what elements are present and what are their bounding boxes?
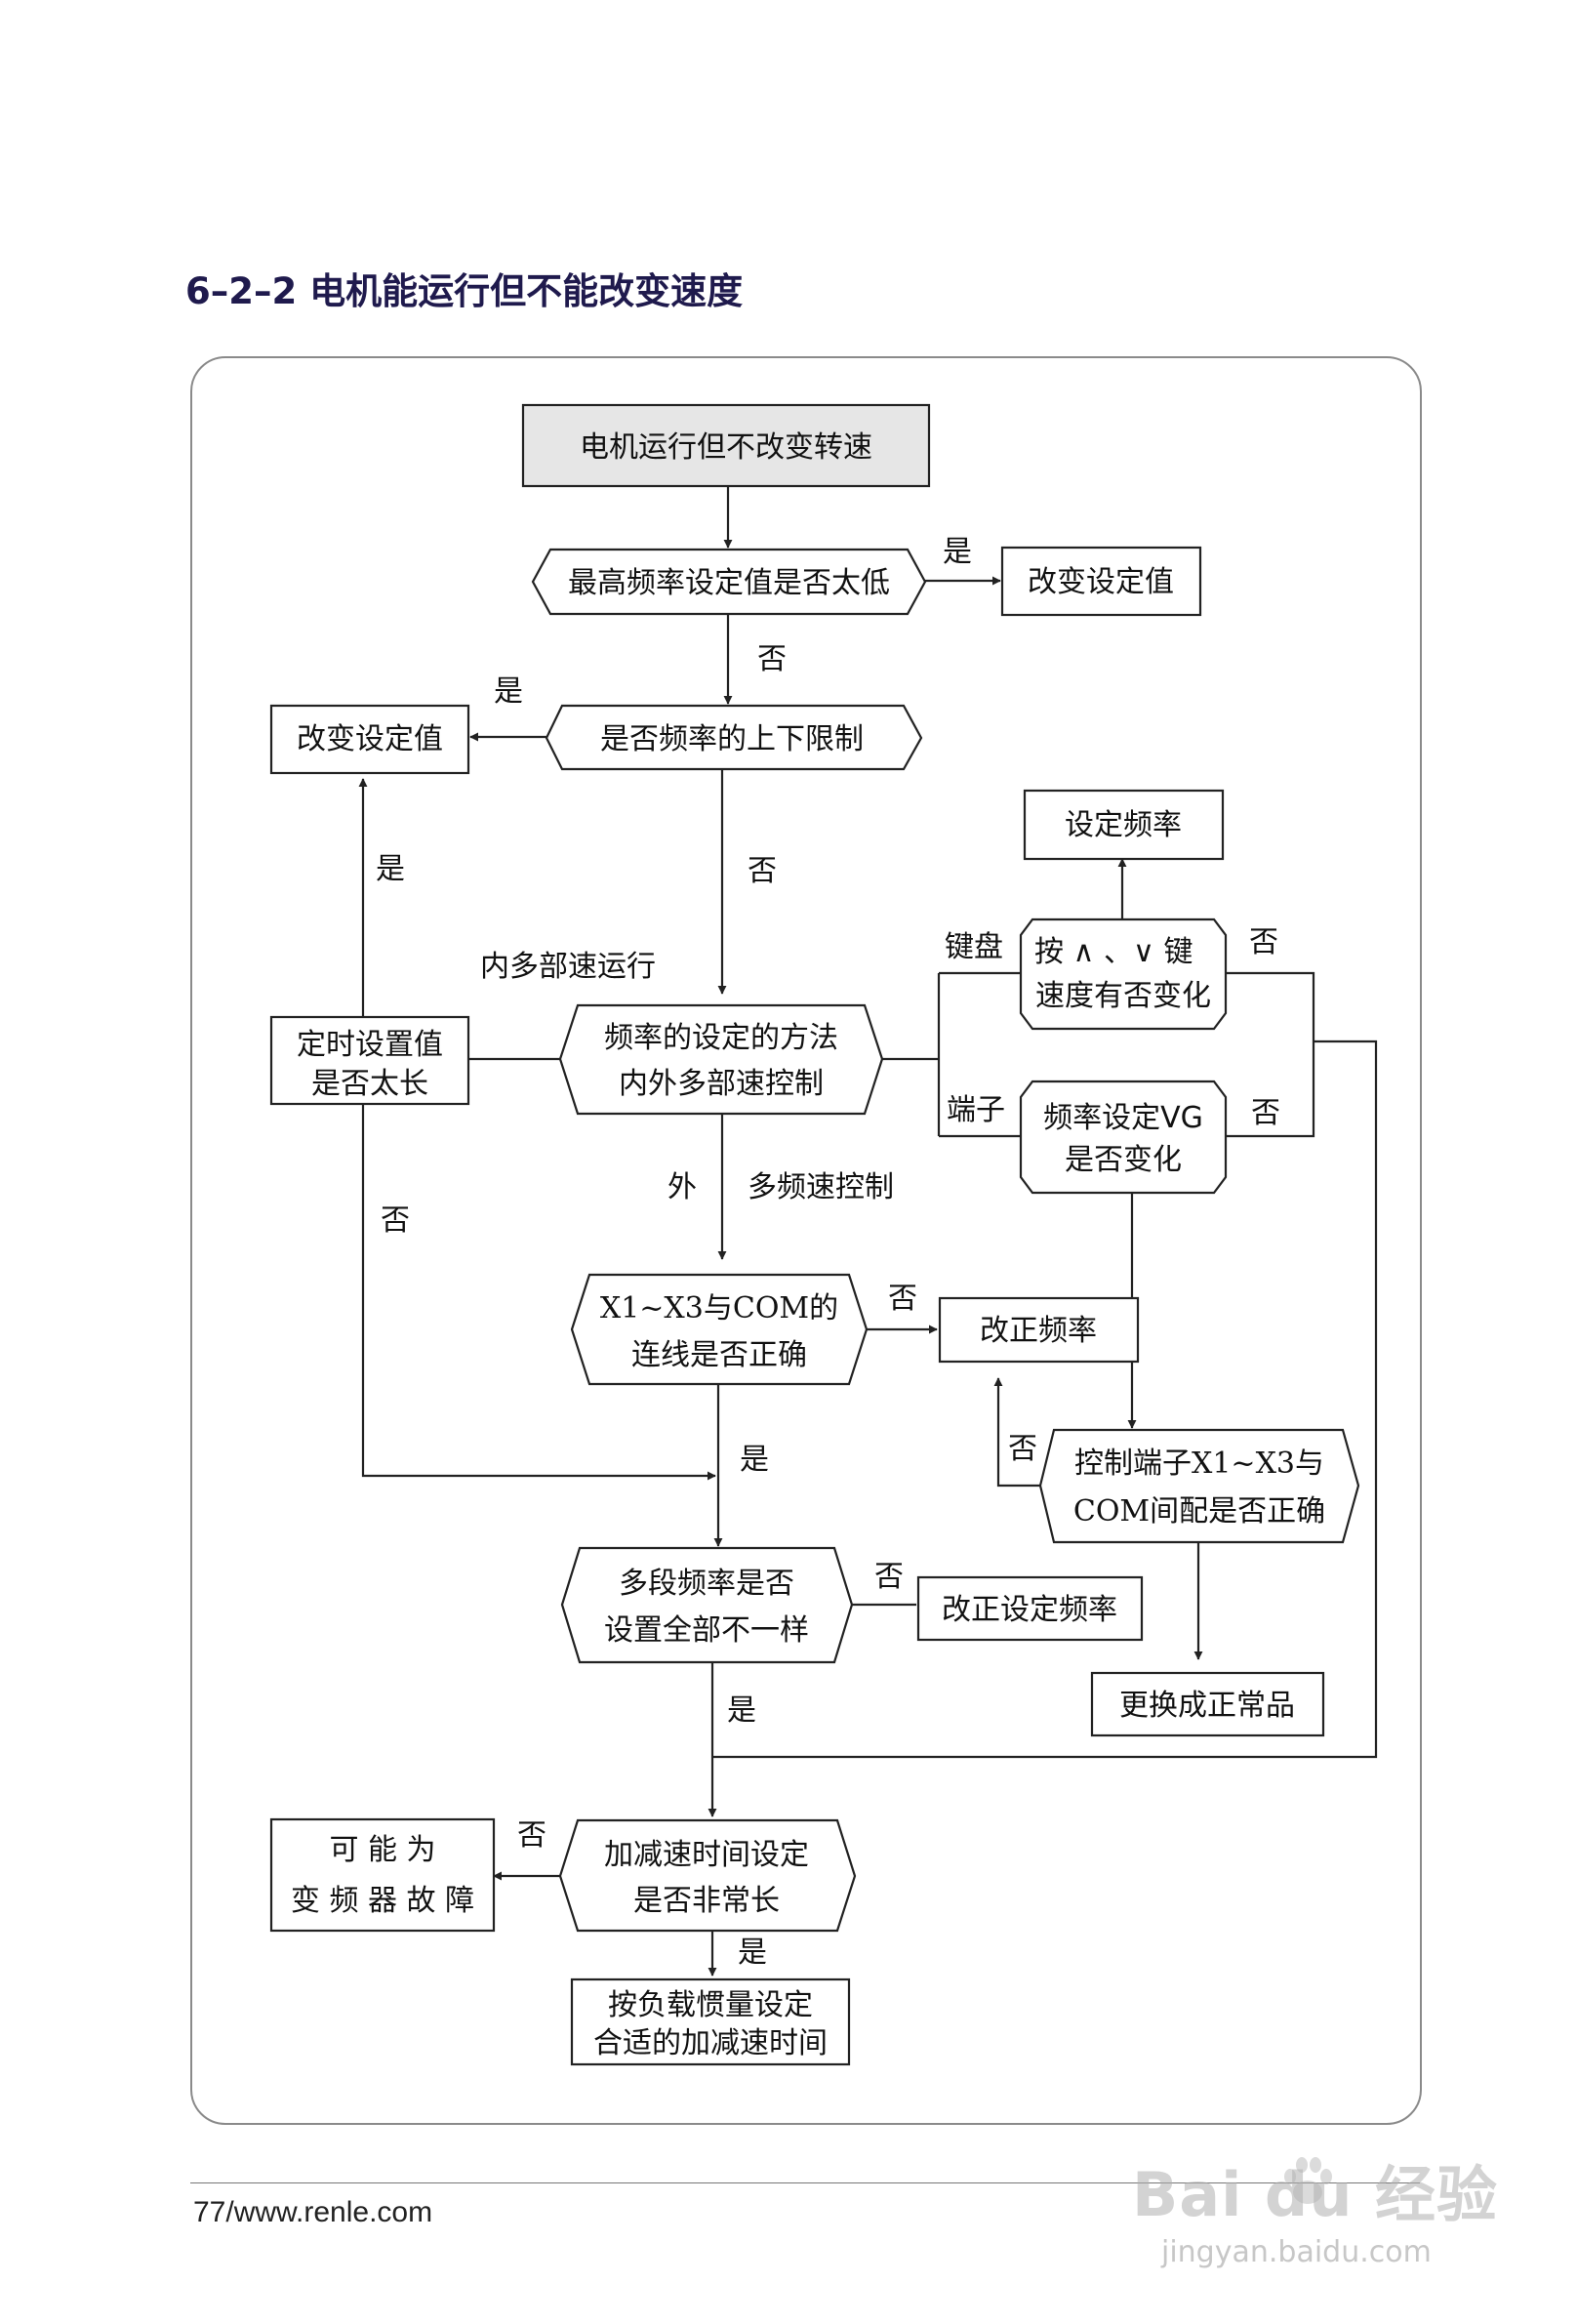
label-no: 否 (874, 1560, 904, 1594)
watermark: Bai du 经验 jingyan.baidu.com (1132, 2145, 1503, 2282)
svg-text:是否频率的上下限制: 是否频率的上下限制 (600, 722, 864, 756)
label-internal-multi: 内多部速运行 (480, 950, 656, 984)
svg-text:设置全部不一样: 设置全部不一样 (604, 1613, 809, 1648)
svg-text:频率设定VG: 频率设定VG (1043, 1101, 1203, 1135)
svg-text:加减速时间设定: 加减速时间设定 (604, 1838, 809, 1872)
label-no: 否 (1008, 1432, 1037, 1466)
node-vg-check: 频率设定VG 是否变化 (1019, 1080, 1228, 1195)
svg-text:更换成正常品: 更换成正常品 (1119, 1689, 1295, 1723)
line-no-loop (712, 1040, 1378, 1759)
svg-text:内外多部速控制: 内外多部速控制 (619, 1067, 824, 1101)
svg-text:改正频率: 改正频率 (980, 1314, 1097, 1348)
svg-text:设定频率: 设定频率 (1065, 808, 1182, 842)
node-correct-freq: 改正频率 (938, 1296, 1140, 1364)
connectors (358, 486, 1378, 1977)
svg-text:最高频率设定值是否太低: 最高频率设定值是否太低 (568, 566, 890, 600)
svg-text:连线是否正确: 连线是否正确 (631, 1338, 807, 1372)
arrow-terminal-no (993, 1377, 1040, 1488)
label-terminal: 端子 (947, 1093, 1005, 1127)
footer-divider (190, 2182, 1420, 2183)
label-yes: 是 (740, 1443, 769, 1477)
label-no: 否 (757, 642, 787, 676)
node-timer-check: 定时设置值 是否太长 (269, 1015, 470, 1106)
svg-text:可 能 为: 可 能 为 (329, 1833, 435, 1867)
node-keypad-check: 按 ∧ 、∨ 键 速度有否变化 (1019, 917, 1228, 1031)
label-yes: 是 (738, 1936, 767, 1970)
node-multi-step: 多段频率是否 设置全部不一样 (560, 1546, 854, 1664)
svg-text:合适的加减速时间: 合适的加减速时间 (593, 2026, 828, 2060)
node-x1x3-wiring: X1~X3与COM的 连线是否正确 (570, 1273, 869, 1386)
svg-text:定时设置值: 定时设置值 (297, 1028, 443, 1062)
node-start: 电机运行但不改变转速 (521, 403, 931, 488)
svg-text:多段频率是否: 多段频率是否 (619, 1567, 794, 1601)
watermark-url: jingyan.baidu.com (1161, 2235, 1432, 2269)
svg-text:电机运行但不改变转速: 电机运行但不改变转速 (580, 430, 872, 465)
node-accel-check: 加减速时间设定 是否非常长 (558, 1818, 857, 1933)
node-correct-set-freq: 改正设定频率 (916, 1575, 1144, 1642)
svg-text:频率的设定的方法: 频率的设定的方法 (604, 1021, 838, 1055)
label-no: 否 (1249, 925, 1278, 959)
svg-text:改正设定频率: 改正设定频率 (942, 1593, 1117, 1627)
label-keypad: 键盘 (945, 930, 1003, 964)
line-timer-no (361, 1104, 716, 1481)
svg-text:变 频 器 故 障: 变 频 器 故 障 (291, 1884, 474, 1918)
label-yes: 是 (494, 674, 523, 709)
node-inverter-fault: 可 能 为 变 频 器 故 障 (269, 1817, 496, 1933)
paw-icon (1284, 2157, 1332, 2204)
svg-text:X1~X3与COM的: X1~X3与COM的 (600, 1291, 838, 1325)
label-yes: 是 (943, 535, 972, 569)
svg-text:是否变化: 是否变化 (1065, 1143, 1182, 1177)
svg-text:改变设定值: 改变设定值 (297, 722, 443, 756)
node-freq-method: 频率的设定的方法 内外多部速控制 (558, 1003, 884, 1116)
label-yes: 是 (727, 1693, 756, 1728)
diagram-frame (190, 356, 1422, 2125)
svg-text:是否非常长: 是否非常长 (633, 1884, 780, 1918)
label-external: 外 (667, 1170, 697, 1204)
node-set-by-inertia: 按负载惯量设定 合适的加减速时间 (570, 1977, 851, 2066)
label-no: 否 (517, 1818, 546, 1853)
label-multi-freq-ctrl: 多频速控制 (748, 1170, 894, 1204)
svg-text:改变设定值: 改变设定值 (1028, 565, 1174, 599)
svg-text:是否太长: 是否太长 (311, 1067, 428, 1101)
edge-labels: 是 否 是 否 是 内多部速运行 键盘 否 端子 否 否 外 多频速控制 否 是… (376, 535, 1280, 1970)
label-no: 否 (888, 1282, 917, 1316)
svg-text:控制端子X1~X3与: 控制端子X1~X3与 (1074, 1447, 1324, 1481)
node-set-freq: 设定频率 (1023, 789, 1225, 861)
label-no: 否 (381, 1203, 410, 1238)
node-change-setting-1: 改变设定值 (1000, 546, 1202, 617)
node-replace-part: 更换成正常品 (1090, 1671, 1325, 1737)
label-no: 否 (748, 854, 777, 888)
node-change-setting-2: 改变设定值 (269, 704, 470, 775)
label-no: 否 (1251, 1096, 1280, 1130)
svg-text:COM间配是否正确: COM间配是否正确 (1073, 1494, 1325, 1529)
label-yes: 是 (376, 852, 405, 886)
node-max-freq-low: 最高频率设定值是否太低 (531, 548, 927, 616)
page-footer: 77/www.renle.com (193, 2196, 433, 2228)
svg-text:按负载惯量设定: 按负载惯量设定 (608, 1988, 813, 2022)
svg-text:速度有否变化: 速度有否变化 (1035, 979, 1211, 1013)
svg-text:按 ∧ 、∨ 键: 按 ∧ 、∨ 键 (1034, 935, 1193, 969)
node-freq-limit: 是否频率的上下限制 (545, 704, 923, 771)
page-title: 6–2–2 电机能运行但不能改变速度 (185, 270, 744, 312)
line-keypad-no (1226, 971, 1315, 1138)
node-ctrl-terminal: 控制端子X1~X3与 COM间配是否正确 (1038, 1428, 1360, 1544)
watermark-logo: Bai du 经验 (1132, 2159, 1499, 2230)
